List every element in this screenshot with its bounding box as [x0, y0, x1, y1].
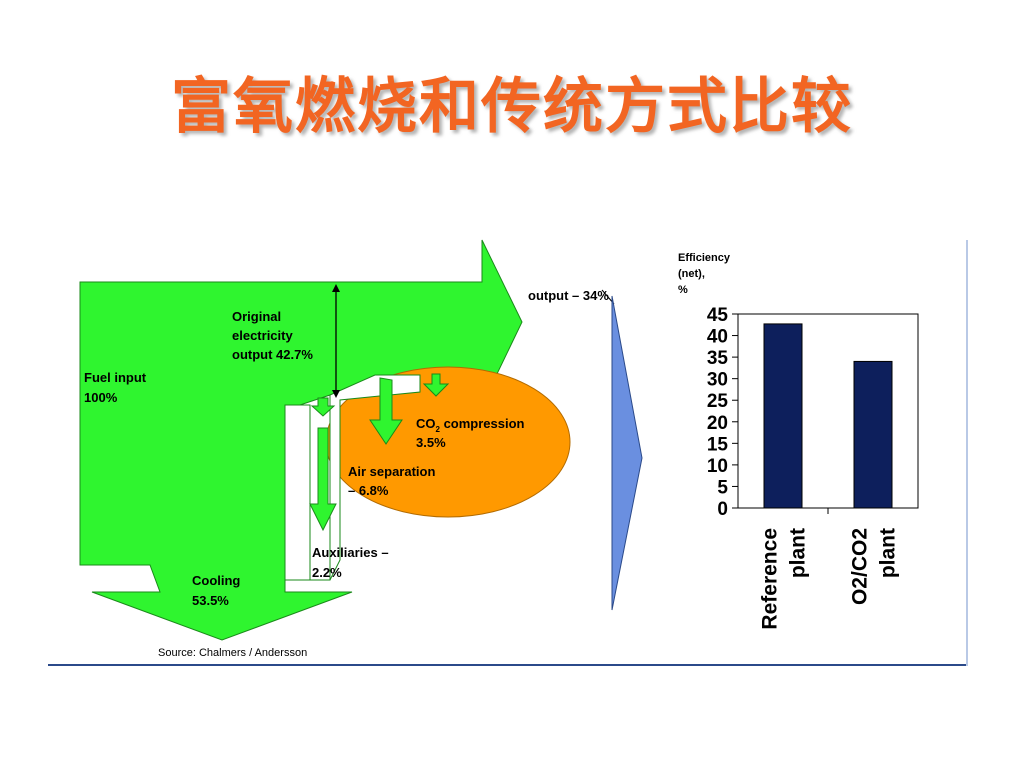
bar — [853, 360, 893, 509]
y-tick-label: 5 — [717, 477, 728, 498]
x-category-label: O2/CO2 — [849, 528, 872, 605]
co2-compression-label: CO2 compression 3.5% — [416, 416, 528, 450]
auxiliaries-arrow — [309, 427, 337, 532]
air-separation-arrow — [369, 377, 403, 445]
y-tick-label: 10 — [707, 456, 728, 477]
fuel-input-label: Fuel input 100% — [84, 370, 150, 405]
x-category-label: Reference — [759, 528, 782, 630]
x-category-label: plant — [877, 528, 900, 578]
auxiliary-channel — [284, 374, 421, 581]
x-category-label: plant — [787, 528, 810, 578]
air-separation-label: Air separation – 6.8% — [348, 464, 439, 498]
bar — [763, 323, 803, 509]
y-tick-label: 20 — [707, 413, 728, 434]
y-tick-label: 40 — [707, 327, 728, 348]
split-arrow — [310, 397, 336, 417]
auxiliaries-label: Auxiliaries – 2.2% — [312, 545, 392, 580]
measure-arrowhead-top — [332, 284, 340, 292]
cooling-label: Cooling 53.5% — [192, 573, 244, 608]
source-label: Source: Chalmers / Andersson — [158, 647, 307, 659]
y-tick-label: 0 — [717, 499, 728, 520]
panel-right-border — [966, 240, 968, 666]
page-title: 富氧燃烧和传统方式比较 — [171, 72, 853, 142]
co2-arrow — [422, 373, 450, 397]
chart-ylabel: Efficiency (net), % — [678, 252, 733, 296]
output-label: output – 34% — [528, 288, 609, 303]
transition-arrow — [611, 295, 643, 611]
y-tick-label: 25 — [707, 391, 729, 412]
measure-arrowhead-bottom — [332, 390, 340, 398]
y-tick-label: 30 — [707, 370, 728, 391]
y-tick-label: 35 — [707, 348, 729, 369]
panel-bottom-border — [48, 664, 968, 666]
y-tick-label: 15 — [707, 434, 729, 455]
y-tick-label: 45 — [707, 305, 729, 326]
original-output-label: Original electricity output 42.7% — [232, 309, 313, 362]
